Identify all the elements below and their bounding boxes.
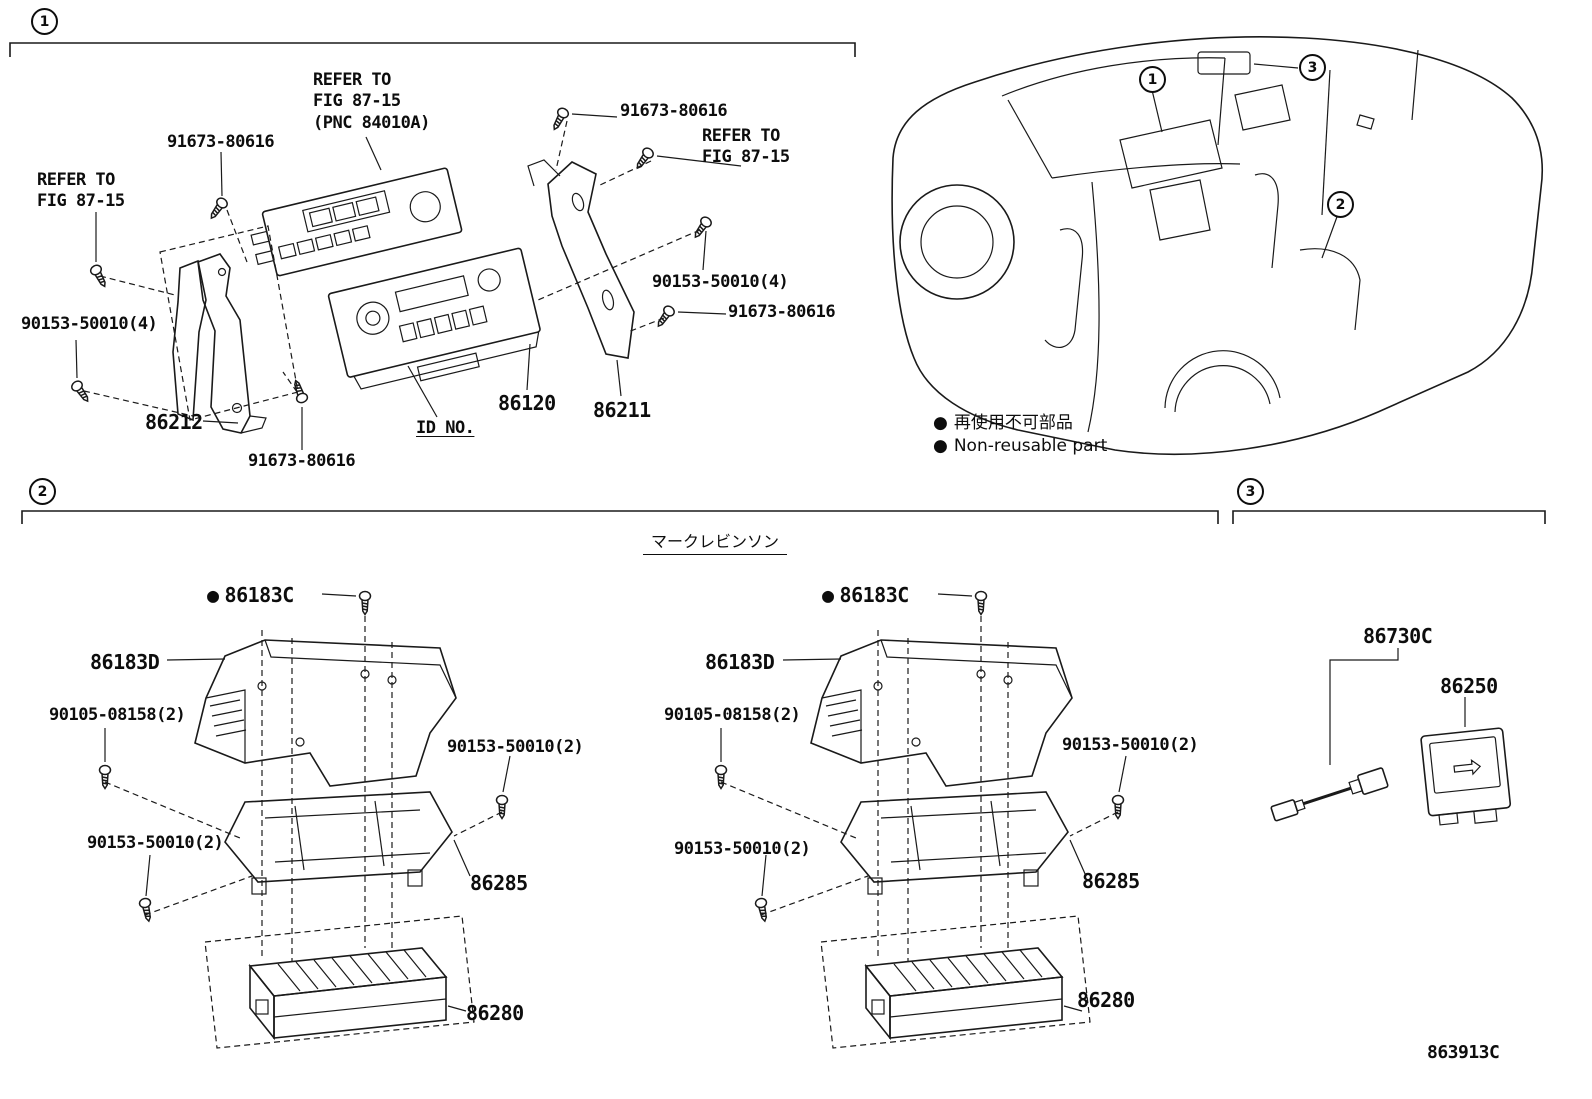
refer-line: REFER TO	[702, 126, 780, 146]
label-90105-08158-right: 90105-08158(2)	[664, 705, 801, 725]
label-91673-80616-bottom: 91673-80616	[248, 451, 356, 471]
car-callout-1: 1	[1139, 66, 1166, 93]
label-90153-50010-lower-right-col: 90153-50010(2)	[674, 839, 811, 859]
amp-exploded-right	[716, 592, 1127, 1049]
bracket-86212-art	[172, 253, 267, 434]
refer-line: REFER TO	[313, 70, 391, 90]
screw-icon	[88, 262, 111, 290]
label-86211: 86211	[593, 398, 651, 422]
part-number: 86183C	[224, 583, 295, 607]
label-id-no: ID NO.	[416, 418, 475, 438]
legend-non-reusable-jp: ●再使用不可部品	[933, 408, 1073, 433]
refer-line: REFER TO	[37, 170, 115, 190]
label-86183D-left: 86183D	[90, 650, 160, 674]
label-86212: 86212	[145, 410, 203, 434]
label-91673-80616-top-right: 91673-80616	[620, 101, 728, 121]
section-3-marker: 3	[1237, 478, 1264, 505]
section1-art	[69, 105, 742, 450]
screw-icon	[289, 377, 310, 405]
legend-en-text: Non-reusable part	[953, 436, 1108, 456]
climate-control-unit-art	[250, 167, 463, 277]
label-86120: 86120	[498, 391, 556, 415]
label-86183C-left: ●86183C	[207, 583, 294, 608]
condenser-86250-art	[1420, 727, 1512, 826]
non-reusable-bullet-icon: ●	[933, 436, 948, 456]
car-callout-3: 3	[1299, 54, 1326, 81]
label-86183C-right: ●86183C	[822, 583, 909, 608]
screw-icon	[548, 105, 571, 133]
label-86183D-right: 86183D	[705, 650, 775, 674]
refer-line: FIG 87-15	[702, 147, 790, 168]
label-86280-right: 86280	[1077, 988, 1135, 1012]
label-86730C: 86730C	[1363, 624, 1433, 648]
mark-levinson-title: マークレビンソン	[643, 528, 788, 555]
label-86280-left: 86280	[466, 1001, 524, 1025]
label-90153-50010-upper-left-col: 90153-50010(2)	[447, 737, 584, 757]
label-86285-left: 86285	[470, 871, 528, 895]
screw-icon	[690, 214, 714, 242]
label-refer-fig-left: REFER TO FIG 87-15	[37, 170, 125, 213]
bracket-86211-art	[527, 159, 635, 359]
non-reusable-bullet-icon: ●	[933, 413, 948, 433]
refer-line: FIG 87-15	[37, 191, 125, 212]
label-refer-fig-right: REFER TO FIG 87-15	[702, 126, 790, 169]
screw-icon	[632, 145, 656, 173]
label-90153-50010-lower-left-col: 90153-50010(2)	[87, 833, 224, 853]
label-90153-50010-right: 90153-50010(4)	[652, 272, 789, 292]
screw-icon	[206, 195, 230, 223]
car-art	[891, 36, 1544, 456]
refer-line: FIG 87-15	[313, 91, 401, 112]
condenser-art	[1270, 648, 1512, 826]
section-3-bracket	[1232, 510, 1546, 524]
refer-line: (PNC 84010A)	[313, 112, 430, 133]
label-90153-50010-left: 90153-50010(4)	[21, 314, 158, 334]
section-1-marker: 1	[31, 8, 58, 35]
section-2-marker: 2	[29, 478, 56, 505]
car-callout-2: 2	[1327, 191, 1354, 218]
label-91673-80616-mid-right: 91673-80616	[728, 302, 836, 322]
screw-icon	[653, 303, 677, 331]
label-86250: 86250	[1440, 674, 1498, 698]
non-reusable-bullet-icon: ●	[822, 583, 834, 607]
legend-jp-text: 再使用不可部品	[953, 413, 1073, 433]
non-reusable-bullet-icon: ●	[207, 583, 219, 607]
label-91673-80616-top-left: 91673-80616	[167, 132, 275, 152]
amp-exploded-left	[100, 592, 511, 1049]
label-90105-08158-left: 90105-08158(2)	[49, 705, 186, 725]
part-number: 86183C	[839, 583, 910, 607]
radio-receiver-art	[327, 247, 541, 390]
wire-86730C-art	[1270, 767, 1389, 822]
label-90153-50010-upper-right-col: 90153-50010(2)	[1062, 735, 1199, 755]
section-1-bracket	[9, 42, 856, 57]
section-2-bracket	[21, 510, 1219, 524]
legend-non-reusable-en: ●Non-reusable part	[933, 436, 1107, 456]
doc-code: 863913C	[1427, 1042, 1500, 1063]
label-86285-right: 86285	[1082, 869, 1140, 893]
label-refer-fig-pnc: REFER TO FIG 87-15 (PNC 84010A)	[313, 70, 430, 134]
